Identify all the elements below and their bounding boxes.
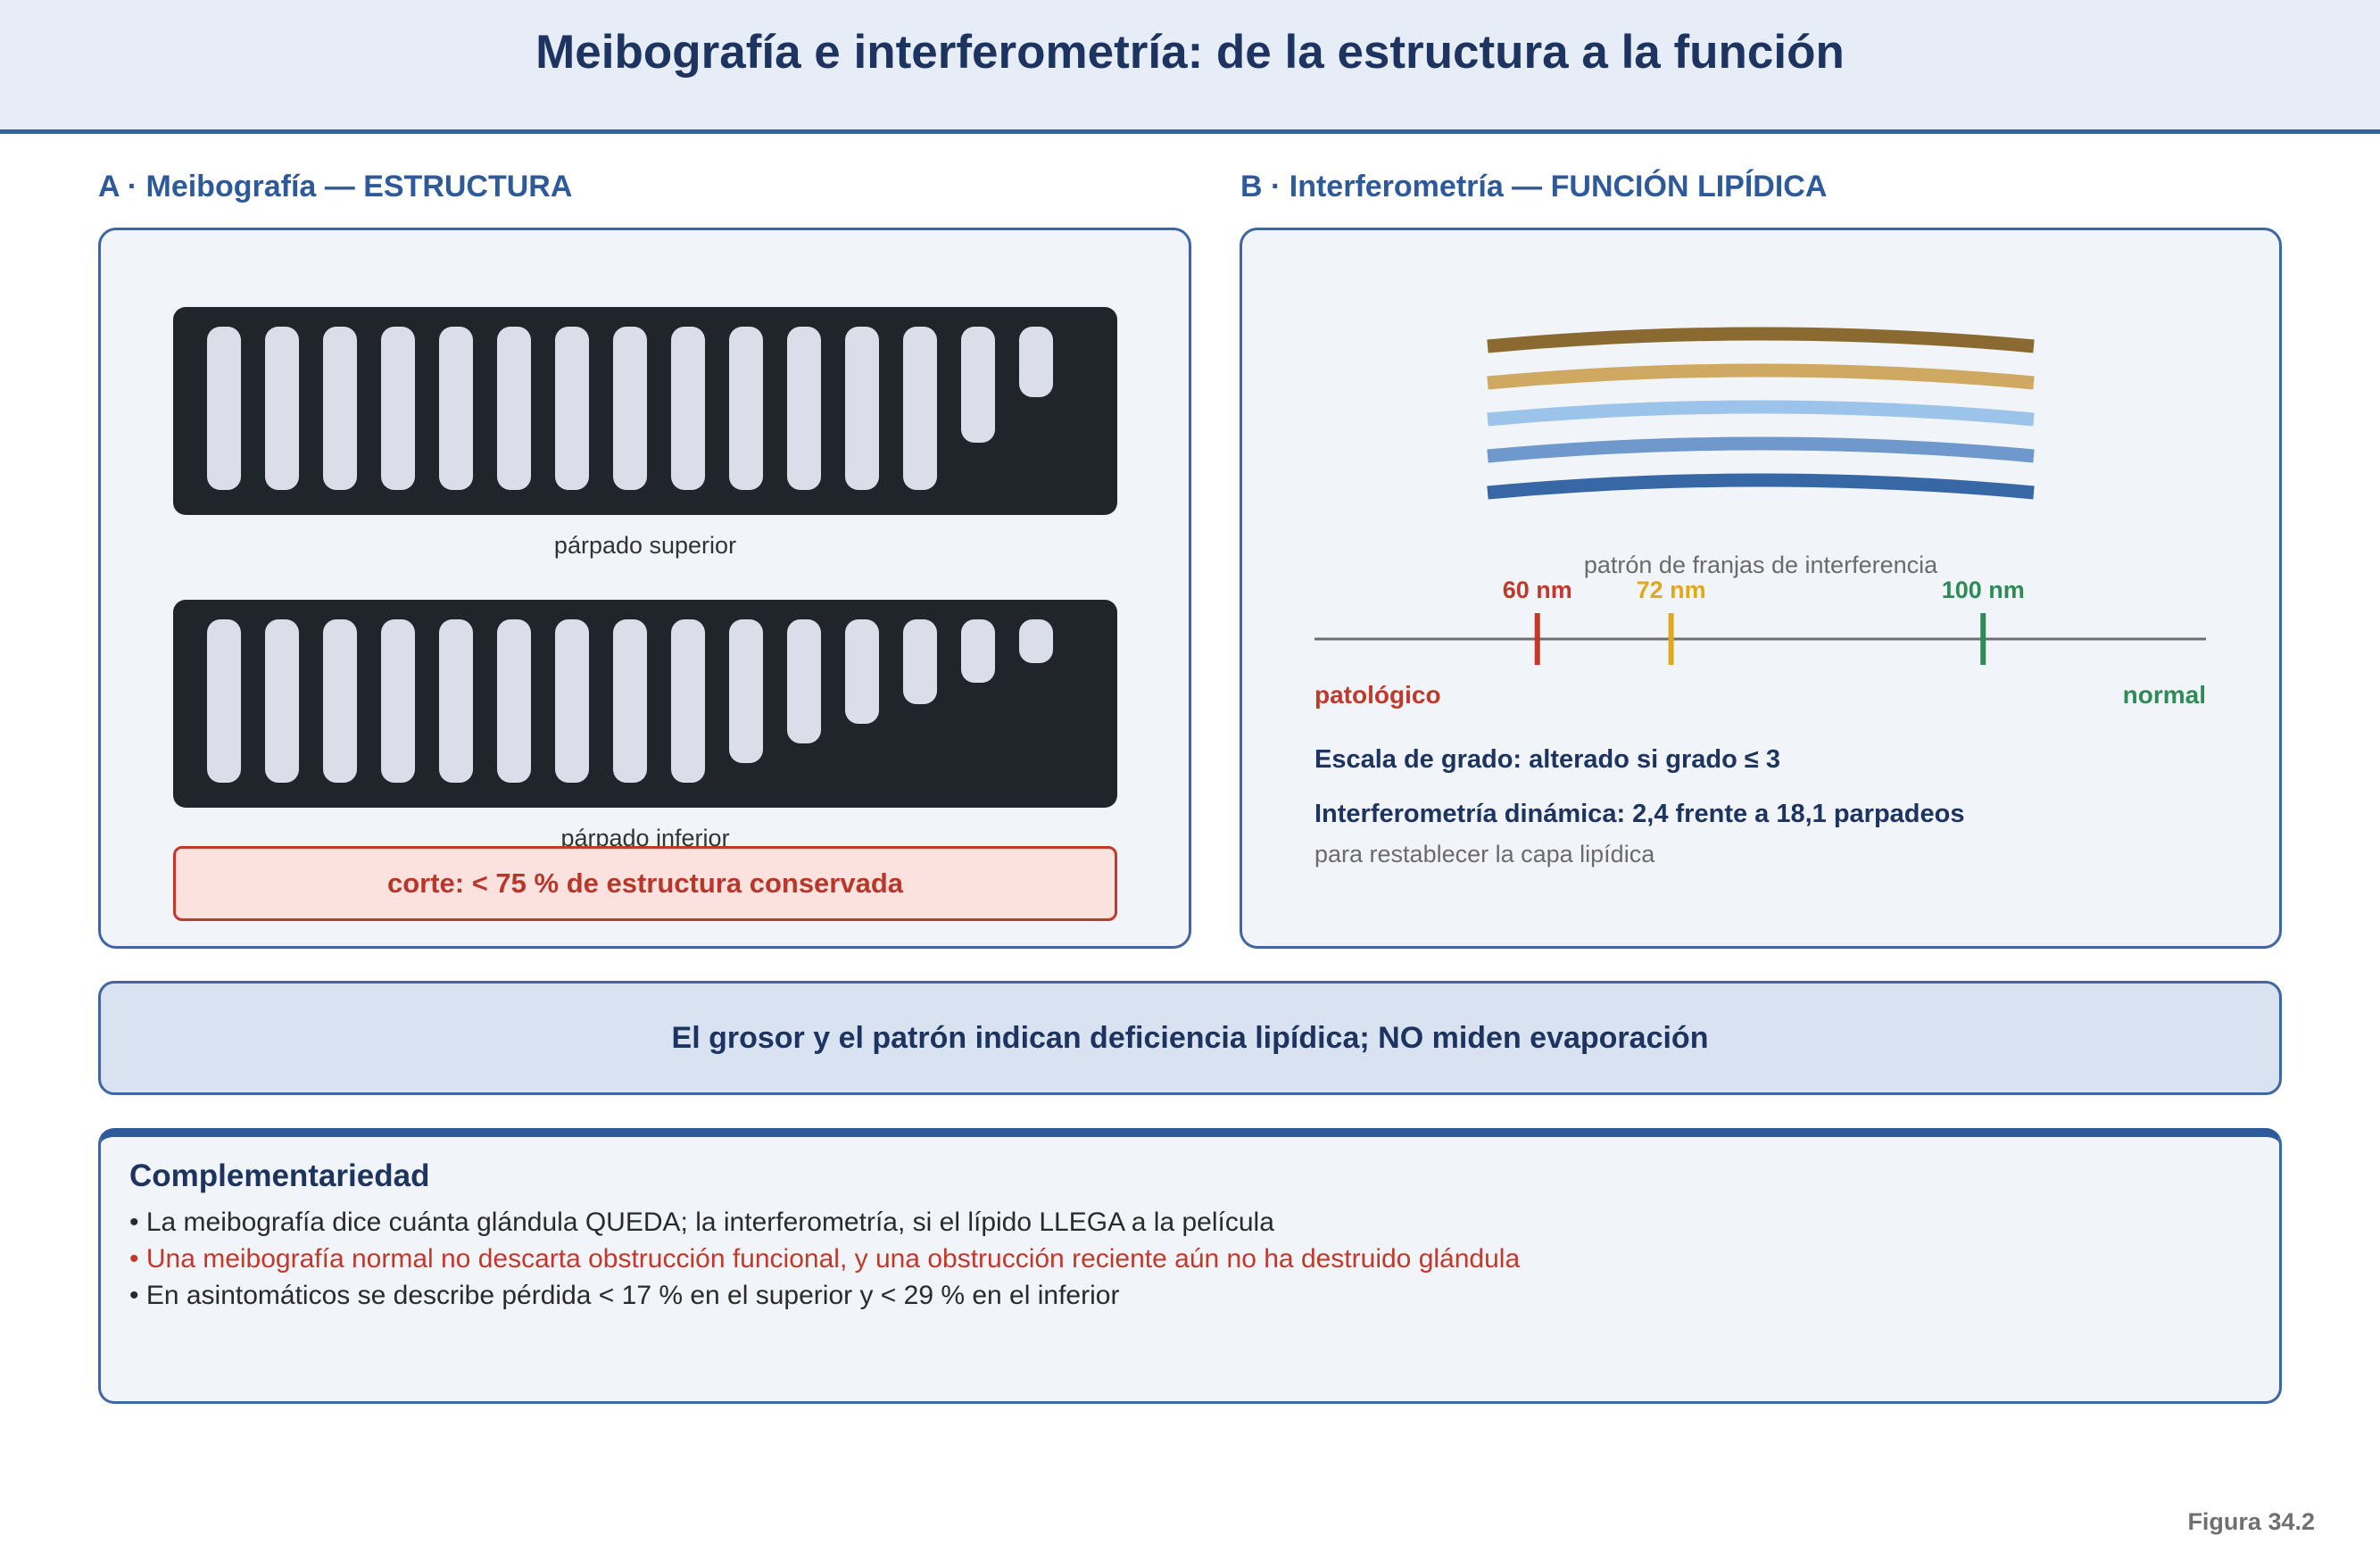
upper-eyelid-gland xyxy=(671,327,705,490)
interference-fringe xyxy=(1487,473,2035,500)
upper-eyelid-gland xyxy=(729,327,763,490)
interference-fringe xyxy=(1487,400,2035,427)
lower-eyelid-gland xyxy=(207,619,241,783)
upper-eyelid-gland xyxy=(1019,327,1053,397)
thickness-tick-label: 100 nm xyxy=(1941,577,2025,603)
grade-scale-text: Escala de grado: alterado si grado ≤ 3 xyxy=(1314,745,1780,774)
upper-eyelid-gland xyxy=(613,327,647,490)
complementarity-bullet-2: • Una meibografía normal no descarta obs… xyxy=(129,1244,1521,1274)
complementarity-box xyxy=(98,1128,2282,1404)
lower-eyelid-gland xyxy=(323,619,357,783)
complementarity-bullet-3: • En asintomáticos se describe pérdida <… xyxy=(129,1281,1120,1310)
upper-eyelid-gland xyxy=(555,327,589,490)
lower-eyelid-gland xyxy=(613,619,647,783)
fringe-caption: patrón de franjas de interferencia xyxy=(1583,552,1938,578)
upper-eyelid-gland xyxy=(845,327,879,490)
upper-eyelid-gland xyxy=(265,327,299,490)
dynamic-interferometry-subtext: para restablecer la capa lipídica xyxy=(1314,841,1655,867)
cutoff-box: corte: < 75 % de estructura conservada xyxy=(173,846,1117,921)
upper-eyelid-caption: párpado superior xyxy=(553,532,737,559)
lower-eyelid-gland xyxy=(729,619,763,763)
scale-left-label: patológico xyxy=(1314,681,1441,709)
lower-eyelid-gland xyxy=(265,619,299,783)
upper-eyelid-meibogram xyxy=(173,307,1117,515)
thickness-tick-label: 72 nm xyxy=(1636,577,1706,603)
panel-b-interferometry xyxy=(1240,228,2282,949)
lower-eyelid-gland xyxy=(845,619,879,724)
upper-eyelid-gland xyxy=(207,327,241,490)
interference-fringe xyxy=(1487,363,2035,390)
page-title: Meibografía e interferometría: de la est… xyxy=(535,26,1845,79)
lower-eyelid-gland xyxy=(671,619,705,783)
thickness-tick-label: 60 nm xyxy=(1502,577,1572,603)
complementarity-bullet-1: • La meibografía dice cuánta glándula QU… xyxy=(129,1208,1274,1237)
panel-a-heading: A · Meibografía — ESTRUCTURA xyxy=(98,170,573,203)
lower-eyelid-gland xyxy=(497,619,531,783)
upper-eyelid-gland xyxy=(381,327,415,490)
lower-eyelid-gland xyxy=(1019,619,1053,663)
dynamic-interferometry-text: Interferometría dinámica: 2,4 frente a 1… xyxy=(1314,800,1965,828)
interference-fringe xyxy=(1487,327,2035,353)
figure-label: Figura 34.2 xyxy=(2187,1508,2315,1535)
interference-fringe xyxy=(1487,436,2035,463)
thickness-ticks xyxy=(1534,613,1986,665)
upper-eyelid-gland xyxy=(497,327,531,490)
scale-right-label: normal xyxy=(2122,681,2206,709)
lower-eyelid-gland xyxy=(787,619,821,743)
summary-banner: El grosor y el patrón indican deficienci… xyxy=(98,981,2282,1095)
lower-eyelid-gland xyxy=(381,619,415,783)
lower-eyelid-meibogram xyxy=(173,600,1117,808)
interferometry-graphic xyxy=(1314,327,2206,665)
upper-eyelid-gland xyxy=(323,327,357,490)
header-band xyxy=(0,0,2380,134)
lower-eyelid-gland xyxy=(439,619,473,783)
lower-eyelid-gland xyxy=(961,619,995,683)
panel-b-heading: B · Interferometría — FUNCIÓN LIPÍDICA xyxy=(1240,170,1828,203)
upper-eyelid-gland xyxy=(903,327,937,490)
lower-eyelid-gland xyxy=(555,619,589,783)
interference-fringes xyxy=(1487,327,2035,500)
complementarity-title: Complementariedad xyxy=(129,1158,430,1193)
upper-eyelid-gland xyxy=(439,327,473,490)
upper-eyelid-gland xyxy=(787,327,821,490)
lower-eyelid-gland xyxy=(903,619,937,704)
upper-eyelid-gland xyxy=(961,327,995,443)
